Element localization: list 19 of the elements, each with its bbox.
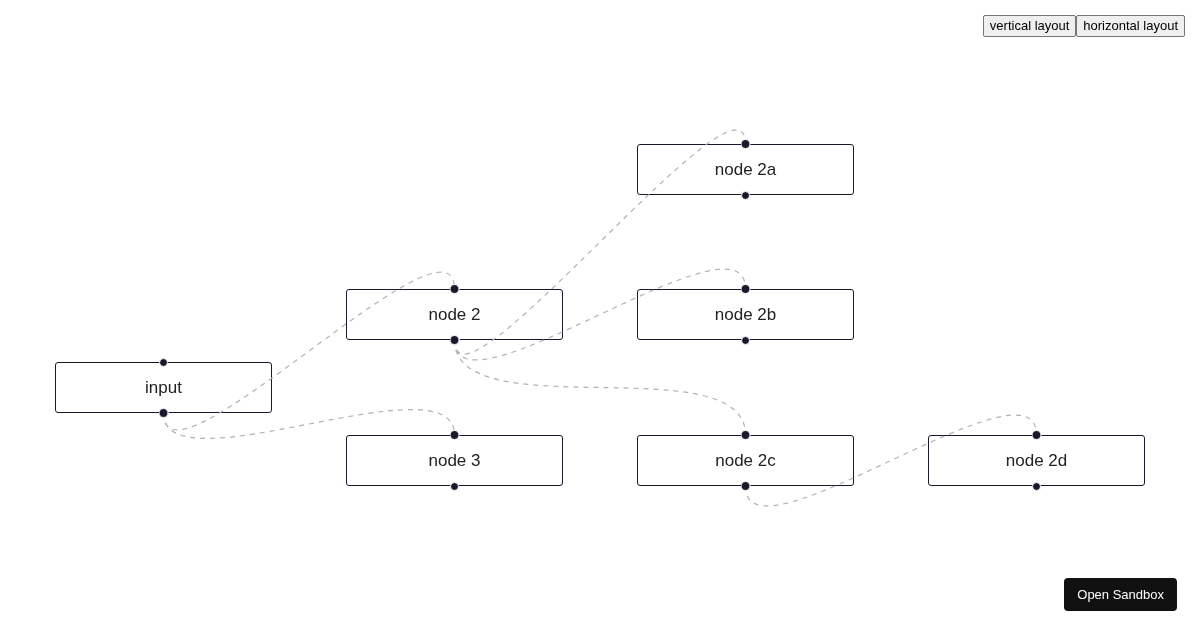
node-label: node 2 <box>428 303 481 326</box>
node-label: node 3 <box>428 449 481 472</box>
node-label: node 2c <box>715 449 776 472</box>
layout-button: vertical layout <box>982 15 1077 37</box>
node-label: input <box>145 376 182 399</box>
flow-node <box>346 289 563 340</box>
flow-node <box>637 435 854 486</box>
flow-node <box>637 144 854 195</box>
node-label: node 2a <box>714 158 777 181</box>
flow-node <box>55 362 272 413</box>
flow-node <box>346 435 563 486</box>
connector <box>158 408 460 440</box>
flow-node <box>928 435 1145 486</box>
node-label: node 2b <box>714 303 777 326</box>
layout-button: horizontal layout <box>1076 15 1185 37</box>
open-sandbox-button: Open Sandbox <box>1064 578 1177 611</box>
connector <box>740 414 1042 507</box>
node-label: node 2d <box>1005 449 1068 472</box>
flow-node <box>637 289 854 340</box>
